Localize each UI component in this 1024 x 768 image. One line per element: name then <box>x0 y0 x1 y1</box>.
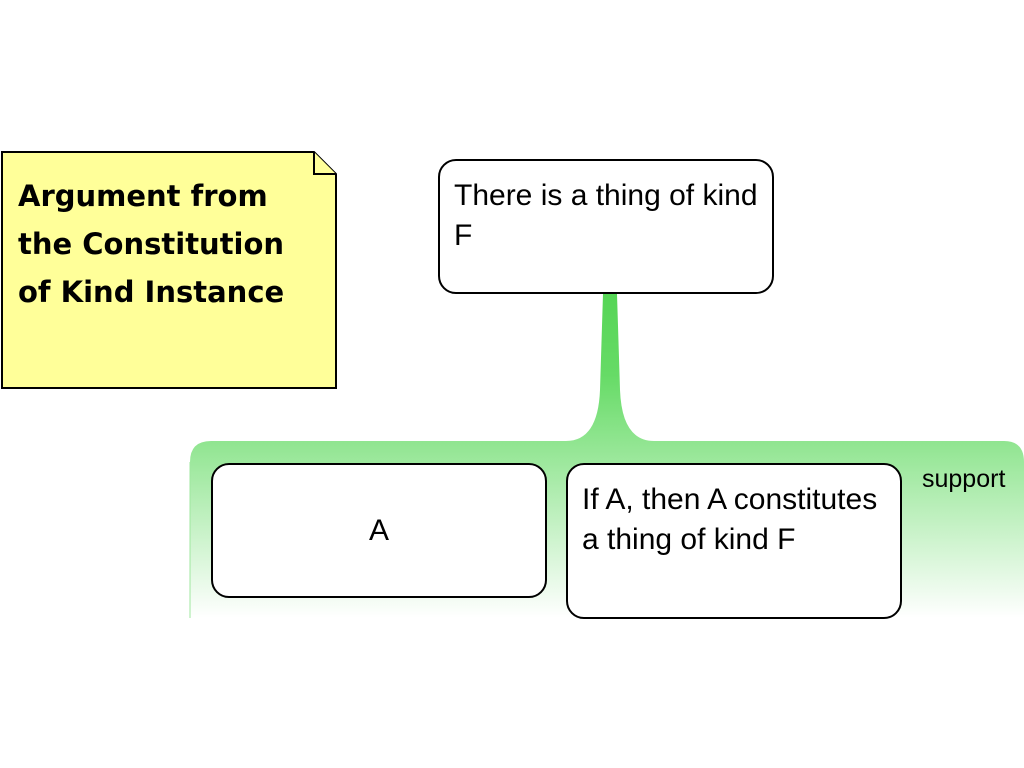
premise-a-text: A <box>368 513 389 547</box>
premise-conditional-text: If A, then A constitutes a thing of kind… <box>582 483 878 556</box>
note-shape <box>1 151 337 389</box>
argument-scheme-note: Argument from the Constitution of Kind I… <box>0 150 340 392</box>
conclusion-text: There is a thing of kind F <box>454 179 758 252</box>
support-label: support <box>922 465 1006 493</box>
note-title: Argument from the Constitution of Kind I… <box>18 179 285 309</box>
premise-box-a[interactable]: A <box>211 463 547 598</box>
premise-box-conditional[interactable]: If A, then A constitutes a thing of kind… <box>566 463 902 619</box>
conclusion-box[interactable]: There is a thing of kind F <box>438 159 774 294</box>
